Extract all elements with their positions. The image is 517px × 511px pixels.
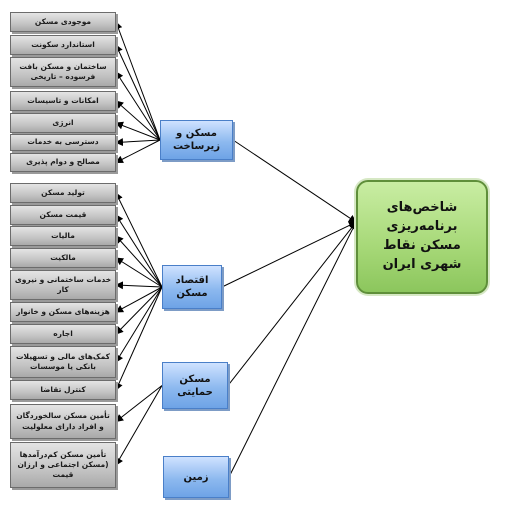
item-label: ساختمان و مسکن بافت فرسوده – تاریخی — [19, 61, 107, 81]
item-box: انرژی — [10, 113, 116, 133]
item-label: اجاره — [53, 328, 73, 338]
arrow-group-to-item — [115, 100, 161, 141]
item-label: خدمات ساختمانی و نیروی کار — [14, 274, 112, 294]
item-label: قیمت مسکن — [39, 209, 87, 219]
arrow-group-to-item — [114, 21, 161, 141]
item-box: قیمت مسکن — [10, 205, 116, 225]
item-label: انرژی — [52, 117, 74, 127]
item-box: دسترسی به خدمات — [10, 134, 116, 151]
target-label: شاخص‌های برنامه‌ریزی مسکن نقاط شهری ایرا… — [382, 200, 462, 272]
item-box: کنترل تقاضا — [10, 380, 116, 400]
group-box-housing-infrastructure: مسکن و زیرساخت — [160, 120, 233, 160]
arrow-group-to-item — [115, 44, 161, 141]
arrow-group-to-target — [221, 221, 357, 288]
group-box-supportive-housing: مسکن حمایتی — [162, 362, 228, 409]
group-label: اقتصاد مسکن — [175, 275, 209, 299]
arrow-group-to-item — [115, 235, 163, 288]
item-label: هزینه‌های مسکن و خانوار — [16, 306, 110, 316]
group-box-housing-economy: اقتصاد مسکن — [162, 265, 222, 309]
item-box: تأمین مسکن کم‌درآمدها (مسکن اجتماعی و ار… — [10, 442, 116, 488]
item-box: تأمین مسکن سالخوردگان و افراد دارای معلو… — [10, 404, 116, 439]
item-label: مالیات — [51, 230, 75, 240]
item-box: مصالح و دوام پذیری — [10, 153, 116, 172]
arrow-group-to-item — [115, 214, 163, 288]
arrow-group-to-item — [115, 385, 163, 466]
arrow-group-to-target — [232, 139, 357, 223]
item-box: امکانات و تاسیسات — [10, 91, 116, 111]
item-box: کمک‌های مالی و تسهیلات بانکی یا موسسات — [10, 346, 116, 378]
item-label: استاندارد سکونت — [31, 39, 95, 49]
item-label: تولید مسکن — [41, 187, 85, 197]
item-label: تأمین مسکن کم‌درآمدها (مسکن اجتماعی و ار… — [17, 449, 109, 480]
item-box: مالکیت — [10, 248, 116, 268]
arrow-group-to-item — [115, 121, 161, 141]
arrow-group-to-item — [115, 385, 163, 423]
arrow-group-to-item — [115, 71, 161, 141]
item-box: مالیات — [10, 226, 116, 246]
arrow-group-to-item — [115, 286, 163, 391]
item-label: تأمین مسکن سالخوردگان و افراد دارای معلو… — [16, 411, 110, 431]
arrow-group-to-target — [227, 221, 357, 386]
item-box: موجودی مسکن — [10, 12, 116, 32]
item-label: کمک‌های مالی و تسهیلات بانکی یا موسسات — [15, 351, 110, 371]
item-label: کنترل تقاضا — [40, 384, 86, 394]
arrow-group-to-item — [115, 139, 161, 163]
arrow-group-to-target — [228, 221, 357, 478]
item-label: مصالح و دوام پذیری — [26, 157, 100, 167]
item-label: مالکیت — [50, 252, 76, 262]
item-label: امکانات و تاسیسات — [27, 95, 99, 105]
group-label: زمین — [183, 471, 209, 483]
arrow-group-to-item — [115, 257, 163, 288]
item-label: موجودی مسکن — [34, 16, 92, 26]
arrow-group-to-item — [115, 286, 163, 335]
group-box-land: زمین — [163, 456, 229, 498]
item-box: هزینه‌های مسکن و خانوار — [10, 302, 116, 322]
item-box: استاندارد سکونت — [10, 35, 116, 55]
item-box: اجاره — [10, 324, 116, 344]
target-box: شاخص‌های برنامه‌ریزی مسکن نقاط شهری ایرا… — [356, 180, 488, 294]
arrow-group-to-item — [115, 192, 163, 288]
item-label: دسترسی به خدمات — [27, 137, 99, 147]
arrow-group-to-item — [115, 286, 163, 313]
item-box: خدمات ساختمانی و نیروی کار — [10, 270, 116, 300]
arrow-group-to-item — [115, 281, 163, 290]
arrow-group-to-item — [115, 138, 161, 147]
group-label: مسکن حمایتی — [177, 373, 213, 398]
item-box: تولید مسکن — [10, 183, 116, 203]
group-label: مسکن و زیرساخت — [172, 128, 221, 152]
item-box: ساختمان و مسکن بافت فرسوده – تاریخی — [10, 57, 116, 87]
arrow-group-to-item — [115, 286, 163, 363]
